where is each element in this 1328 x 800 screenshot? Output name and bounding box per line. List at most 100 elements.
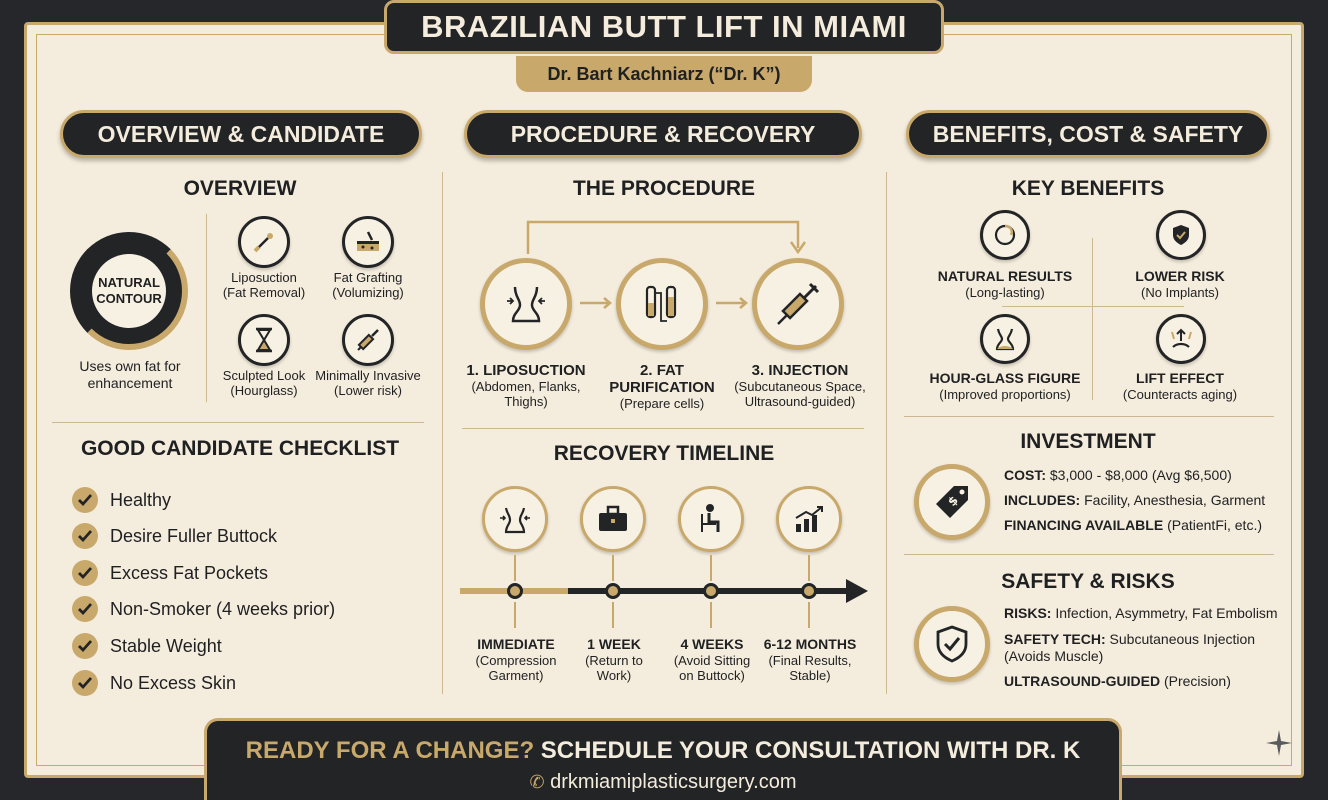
step-detail: (Subcutaneous Space, [734, 379, 866, 394]
section-procedure-recovery: PROCEDURE & RECOVERY [464, 110, 862, 158]
checkmark-icon [72, 560, 98, 586]
procedure-loop-arrow [526, 220, 807, 255]
timeline-dot [801, 583, 817, 599]
stage-title: 1 WEEK [587, 636, 641, 652]
liposuction-body-icon [480, 258, 572, 350]
benefit-title: LIFT EFFECT [1136, 370, 1224, 386]
step-title: 2. FAT [640, 362, 684, 379]
checklist-item: Healthy [72, 487, 171, 513]
section-benefits-cost-safety: BENEFITS, COST & SAFETY [906, 110, 1270, 158]
cta-text: READY FOR A CHANGE? SCHEDULE YOUR CONSUL… [207, 737, 1119, 765]
pin-stem [612, 555, 614, 581]
checklist-text: Excess Fat Pockets [110, 562, 269, 583]
stage-title: 4 WEEKS [680, 636, 744, 652]
checklist-text: Stable Weight [110, 635, 222, 656]
shield-hands-icon [1156, 210, 1206, 260]
shield-check-icon [914, 606, 990, 682]
overview-divider [206, 214, 207, 402]
investment-includes: INCLUDES: Facility, Anesthesia, Garment [1004, 492, 1265, 508]
stage-detail: Stable) [789, 668, 831, 683]
step-title: 3. INJECTION [751, 362, 849, 379]
section-overview-candidate: OVERVIEW & CANDIDATE [60, 110, 422, 158]
benefits-heading: KEY BENEFITS [1011, 177, 1165, 200]
overview-item-title: Fat Grafting [333, 270, 403, 285]
sitting-person-icon [678, 486, 744, 552]
benefit-detail: (Improved proportions) [939, 387, 1071, 402]
skin-graft-icon [342, 216, 394, 268]
sparkle-icon [1266, 730, 1292, 756]
compression-garment-icon [482, 486, 548, 552]
cta-highlight: READY FOR A CHANGE? [245, 737, 535, 764]
safety-heading: SAFETY & RISKS [1001, 570, 1175, 593]
growth-chart-icon [776, 486, 842, 552]
procedure-step-1: 1. LIPOSUCTION (Abdomen, Flanks, Thighs) [464, 362, 588, 409]
step-detail: Thighs) [504, 394, 548, 409]
stage-detail: (Return to [585, 653, 643, 668]
step-detail: Ultrasound-guided) [744, 394, 856, 409]
arrow-right-icon [580, 297, 612, 309]
checkmark-icon [72, 670, 98, 696]
phone-icon: ✆ [529, 772, 545, 792]
website-link-row: ✆ drkmiamiplasticsurgery.com [207, 771, 1119, 794]
stage-detail: Work) [596, 668, 632, 683]
ultrasound-label: ULTRASOUND-GUIDED [1004, 673, 1161, 689]
benefit-title: HOUR-GLASS FIGURE [929, 370, 1081, 386]
checklist-text: Healthy [110, 489, 172, 510]
column-divider [886, 172, 887, 694]
benefit-lower-risk: LOWER RISK (No Implants) [1112, 268, 1248, 300]
page-subtitle: Dr. Bart Kachniarz (“Dr. K”) [516, 56, 812, 92]
overview-item-sculpted: Sculpted Look (Hourglass) [214, 368, 314, 398]
syringe-icon [342, 314, 394, 366]
checkmark-icon [72, 487, 98, 513]
stage-detail: on Buttock) [679, 668, 745, 683]
pin-stem [710, 555, 712, 581]
section-divider [462, 428, 864, 429]
checklist-item: Non-Smoker (4 weeks prior) [72, 596, 335, 622]
natural-contour-badge: NATURAL CONTOUR [92, 254, 166, 328]
arrow-right-icon [716, 297, 748, 309]
section-divider [904, 416, 1274, 417]
cta-rest: SCHEDULE YOUR CONSULTATION WITH DR. K [540, 737, 1081, 764]
hourglass-figure-icon [980, 314, 1030, 364]
checklist-item: Desire Fuller Buttock [72, 523, 277, 549]
column-divider [442, 172, 443, 694]
stage-detail: (Avoid Sitting [673, 653, 751, 668]
pin-stem [808, 602, 810, 628]
overview-item-detail: (Volumizing) [332, 285, 404, 300]
stage-detail: Garment) [488, 668, 544, 683]
badge-line-1: NATURAL [98, 275, 160, 290]
financing-label: FINANCING AVAILABLE [1004, 517, 1164, 533]
price-tag-icon: $ [914, 464, 990, 540]
injection-syringe-icon [752, 258, 844, 350]
website-link[interactable]: drkmiamiplasticsurgery.com [550, 771, 797, 793]
includes-label: INCLUDES: [1004, 492, 1081, 508]
overview-item-minimally-invasive: Minimally Invasive (Lower risk) [310, 368, 426, 398]
briefcase-icon [580, 486, 646, 552]
pin-stem [710, 602, 712, 628]
includes-value: Facility, Anesthesia, Garment [1084, 492, 1266, 508]
procedure-step-2: 2. FAT PURIFICATION (Prepare cells) [600, 362, 724, 411]
overview-item-detail: (Fat Removal) [222, 285, 306, 300]
safety-risks: RISKS: Infection, Asymmetry, Fat Embolis… [1004, 605, 1278, 621]
investment-heading: INVESTMENT [1020, 430, 1156, 453]
natural-leaf-icon [980, 210, 1030, 260]
section-divider [904, 554, 1274, 555]
benefit-title: LOWER RISK [1135, 268, 1225, 284]
risks-value: Infection, Asymmetry, Fat Embolism [1055, 605, 1278, 621]
checklist-text: Non-Smoker (4 weeks prior) [110, 598, 336, 619]
checklist-item: Stable Weight [72, 633, 222, 659]
stage-title: IMMEDIATE [477, 636, 555, 652]
benefits-cross-divider [1002, 306, 1184, 307]
overview-heading: OVERVIEW [183, 177, 297, 200]
overview-item-title: Liposuction [231, 270, 297, 285]
timeline-dot [507, 583, 523, 599]
cta-footer: READY FOR A CHANGE? SCHEDULE YOUR CONSUL… [204, 718, 1122, 800]
pin-stem [514, 602, 516, 628]
safety-tech-label: SAFETY TECH: [1004, 631, 1106, 647]
cost-label: COST: [1004, 467, 1046, 483]
page-title: BRAZILIAN BUTT LIFT IN MIAMI [384, 0, 944, 54]
badge-caption-line-1: Uses own fat for [79, 358, 181, 374]
procedure-heading: THE PROCEDURE [572, 177, 756, 200]
badge-line-2: CONTOUR [96, 291, 162, 306]
pin-stem [514, 555, 516, 581]
